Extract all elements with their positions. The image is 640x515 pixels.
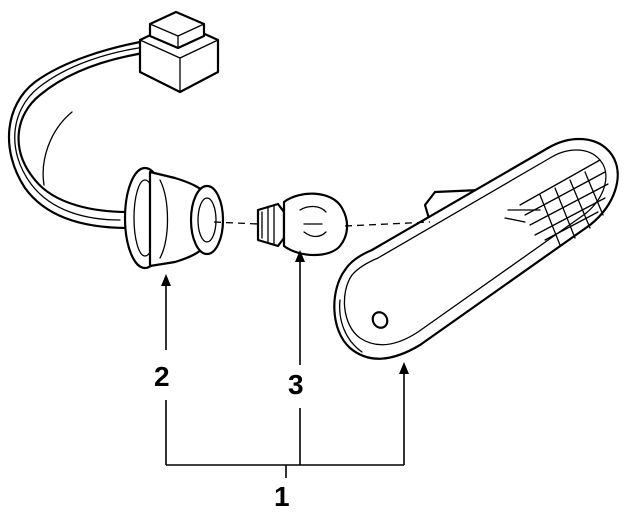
callout-2: 2 <box>154 361 170 392</box>
bulb-socket <box>123 166 225 270</box>
wiring-harness <box>7 40 152 230</box>
marker-lamp <box>333 137 619 360</box>
assembly-axis <box>213 221 431 227</box>
leader-lines <box>161 250 409 478</box>
callout-1: 1 <box>274 481 290 512</box>
lens-texture <box>504 159 609 246</box>
bulb <box>256 192 349 256</box>
callout-3: 3 <box>288 369 304 400</box>
connector-plug <box>138 10 220 94</box>
